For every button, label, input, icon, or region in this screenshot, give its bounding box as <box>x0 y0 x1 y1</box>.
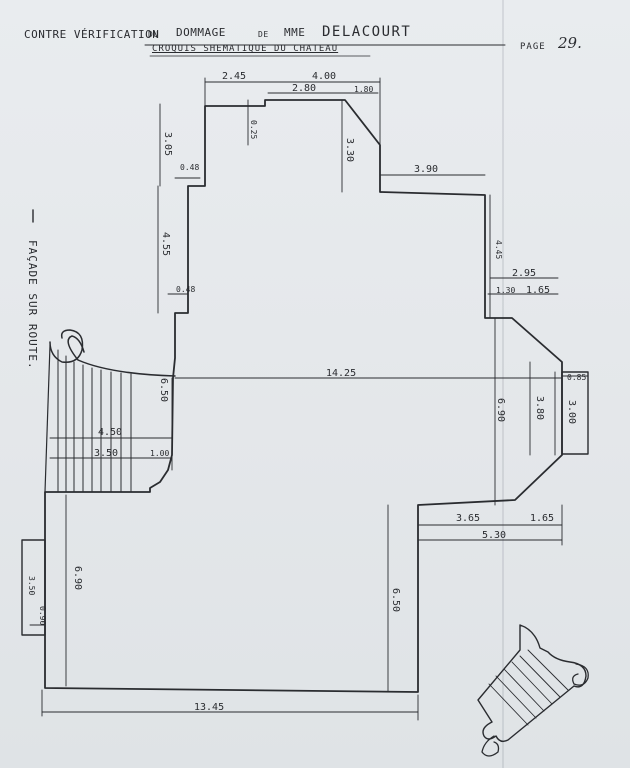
dim-1-65-lower: 1.65 <box>530 513 555 524</box>
dim-1-80: 1.80 <box>354 85 374 94</box>
dim-0-25: 0.25 <box>249 120 258 140</box>
page-label: PAGE <box>520 42 546 52</box>
dim-0-48-lower: 0.48 <box>176 285 196 294</box>
dim-6-50-left: 6.50 <box>158 378 169 403</box>
dim-2-80: 2.80 <box>292 83 317 94</box>
header-subtitle: CROQUIS SHEMATIQUE DU CHATEAU <box>152 44 339 54</box>
header-name: DELACOURT <box>322 24 412 40</box>
dim-4-00: 4.00 <box>312 71 337 82</box>
dim-2-45: 2.45 <box>222 71 247 82</box>
porch-scroll <box>572 663 589 686</box>
porch-box <box>21 539 46 636</box>
stair-curve <box>67 335 176 377</box>
header-subject: DOMMAGE <box>176 26 226 39</box>
dim-1-00: 1.00 <box>150 449 170 458</box>
header-of2: DE <box>258 30 269 39</box>
dim-6-90-left: 6.90 <box>72 566 83 591</box>
dim-4-45: 4.45 <box>494 240 503 260</box>
dim-0-90: 0.90 <box>38 606 47 626</box>
dim-0-48-upper: 0.48 <box>180 163 200 172</box>
dim-1-30: 1.30 <box>496 286 516 295</box>
dim-2-95: 2.95 <box>512 268 537 279</box>
dim-3-05: 3.05 <box>162 132 173 157</box>
dim-4-55: 4.55 <box>160 232 171 257</box>
dim-3-80: 3.80 <box>534 396 545 421</box>
dim-3-65: 3.65 <box>456 513 481 524</box>
dim-3-00: 3.00 <box>566 400 577 425</box>
dim-3-90: 3.90 <box>414 164 439 175</box>
building-outline <box>44 99 563 693</box>
dimension-lines <box>29 77 589 721</box>
porch-scroll-lower <box>481 735 500 757</box>
header-title: MME <box>284 26 306 39</box>
stair-outer <box>44 344 51 493</box>
porch-steps <box>477 624 587 743</box>
dim-3-30: 3.30 <box>344 138 355 163</box>
page-number: 29. <box>558 34 582 52</box>
dim-14-25: 14.25 <box>326 368 357 379</box>
side-label-facade: FAÇADE SUR ROUTE. <box>26 240 39 370</box>
dim-5-30: 5.30 <box>482 530 507 541</box>
stair-volute <box>49 329 84 363</box>
bay-window-box <box>561 371 589 455</box>
dim-0-85: 0.85 <box>567 373 587 382</box>
dim-6-90-right: 6.90 <box>495 398 506 423</box>
stair-treads <box>57 349 132 493</box>
dim-3-50-stair: 3.50 <box>94 448 119 459</box>
header-of: DU <box>148 30 159 39</box>
dim-13-45: 13.45 <box>194 702 225 713</box>
porch-step-treads <box>488 649 569 726</box>
header-prefix: CONTRE VÉRIFICATION <box>24 28 160 41</box>
dim-3-50-porch: 3.50 <box>27 576 36 596</box>
dim-6-50-right: 6.50 <box>390 588 401 613</box>
paper-fold <box>502 0 504 768</box>
dim-4-50: 4.50 <box>98 427 123 438</box>
dim-1-65-upper: 1.65 <box>526 285 551 296</box>
